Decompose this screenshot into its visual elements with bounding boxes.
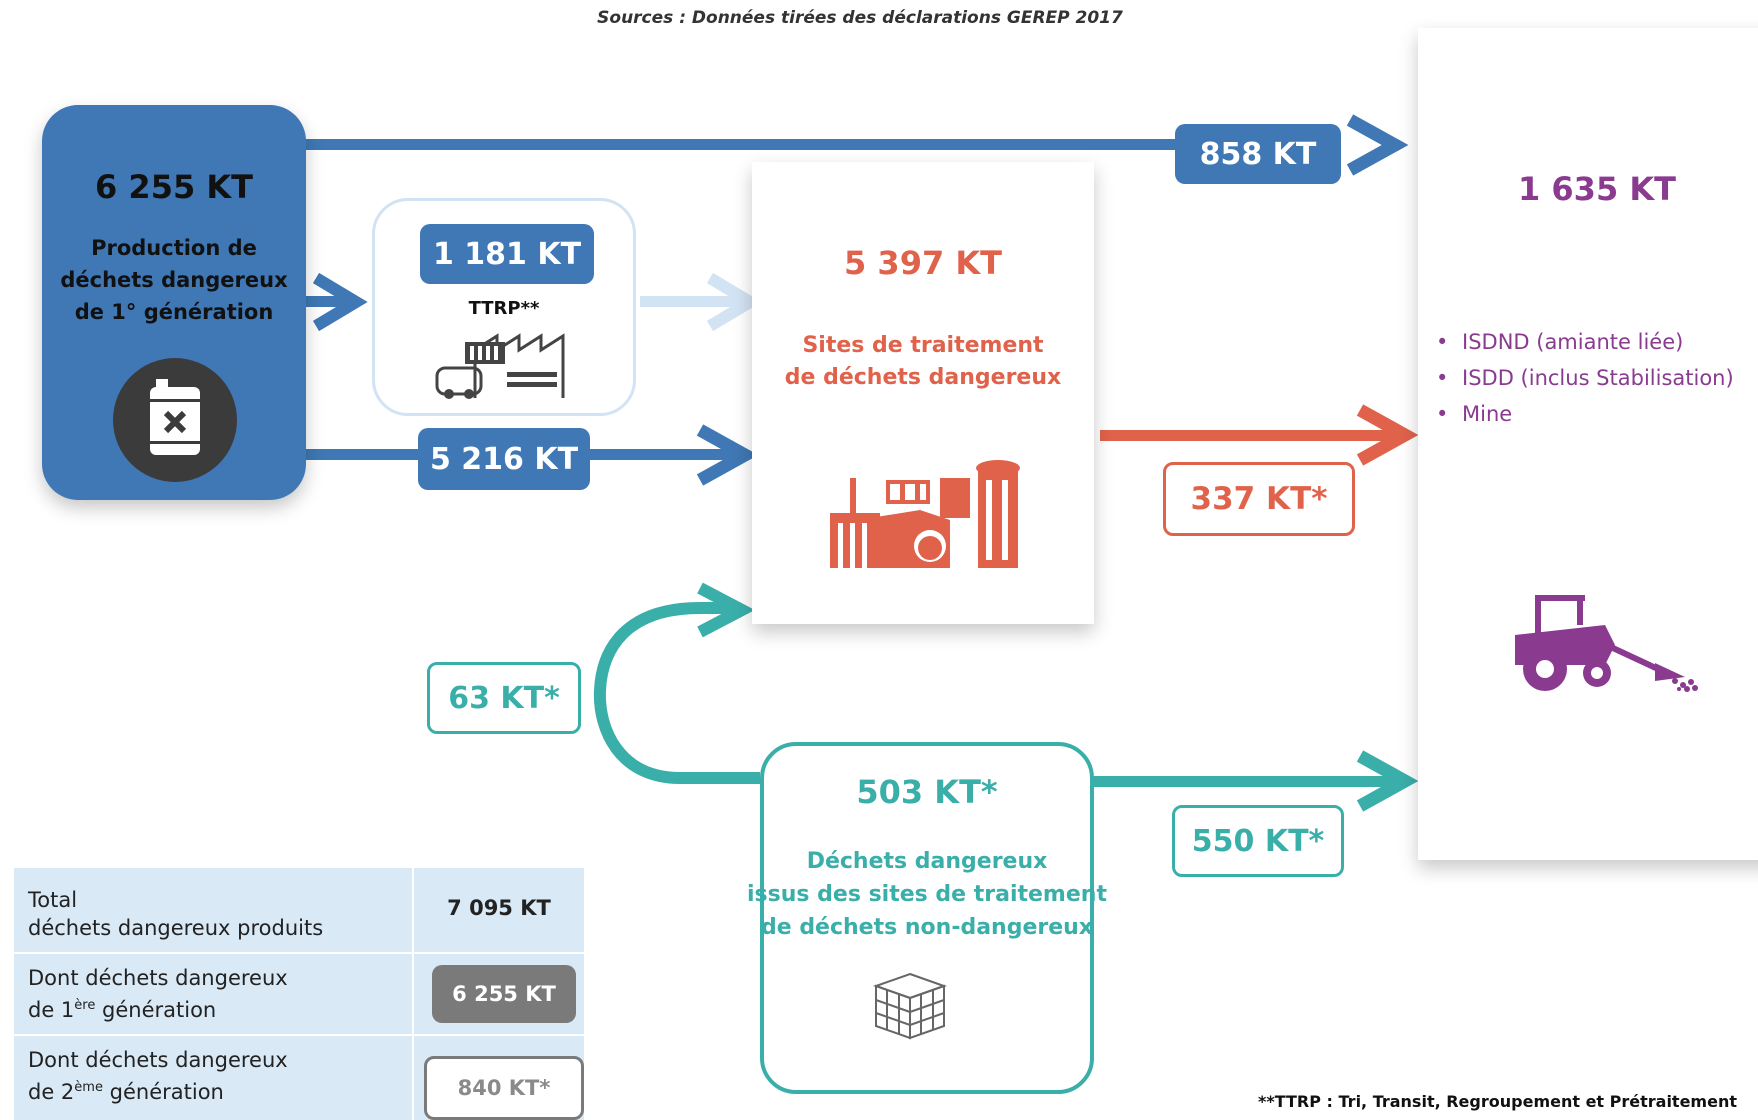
arrowhead-treatment-storage-icon [1356, 404, 1419, 466]
flow-line-direct [300, 139, 1340, 150]
storage-amount: 1 635 KT [1518, 170, 1676, 208]
summary-table-divider [412, 868, 414, 1120]
secondary-label: Déchets dangereux issus des sites de tra… [740, 845, 1114, 944]
flow-label-to-treatment: 5 216 KT [418, 428, 590, 490]
production-label-line1: Production de [91, 236, 257, 260]
summary-row-total [14, 868, 584, 952]
storage-card [1418, 28, 1758, 860]
ttrp-label: TTRP** [468, 298, 540, 319]
summary-row-second-gen-value: 840 KT* [424, 1056, 584, 1120]
arrowhead-recycle-icon [697, 582, 755, 638]
arrowhead-secondary-storage-icon [1356, 750, 1419, 812]
arrowhead-ttrp-icon [312, 272, 368, 332]
loader-tractor-icon [1515, 595, 1698, 692]
sources-note: Sources : Données tirées des déclaration… [597, 8, 1123, 28]
flow-label-direct: 858 KT [1175, 124, 1341, 184]
arrowhead-direct-icon [1346, 114, 1409, 176]
summary-row-second-gen-label-line2: de 2ème génération [28, 1080, 224, 1104]
sorting-facility-icon [435, 333, 565, 399]
summary-row-first-gen-label: Dont déchets dangereux de 1ère génératio… [28, 964, 418, 1024]
flow-label-recycle: 63 KT* [427, 662, 581, 734]
summary-row-total-value: 7 095 KT [447, 896, 551, 920]
footnote: **TTRP : Tri, Transit, Regroupement et P… [1258, 1092, 1737, 1111]
storage-item: ISDND (amiante liée) [1430, 330, 1758, 354]
production-label-line3: de 1° génération [74, 300, 274, 324]
secondary-box [760, 742, 1094, 1094]
production-label: Production de déchets dangereux de 1° gé… [42, 232, 306, 328]
summary-row-total-label-line1: Total [28, 888, 78, 912]
hazardous-barrel-icon [113, 358, 237, 482]
flow-line-to-ttrp [300, 296, 350, 307]
ttrp-amount-badge: 1 181 KT [420, 224, 594, 284]
production-amount: 6 255 KT [95, 168, 253, 206]
production-label-line2: déchets dangereux [60, 268, 288, 292]
treatment-label: Sites de traitement de déchets dangereux [752, 330, 1094, 394]
secondary-label-line2: issus des sites de traitement [747, 882, 1107, 907]
arrowhead-ttrp-treatment-icon [706, 272, 762, 332]
summary-row-first-gen-value: 6 255 KT [432, 965, 576, 1023]
arrowhead-treatment-icon [696, 424, 759, 486]
summary-row-first-gen-label-line1: Dont déchets dangereux [28, 966, 288, 990]
flow-line-secondary-storage [1090, 776, 1400, 787]
flow-label-treatment-storage: 337 KT* [1163, 462, 1355, 536]
storage-list: ISDND (amiante liée) ISDD (inclus Stabil… [1430, 330, 1758, 438]
treatment-amount: 5 397 KT [844, 244, 1002, 282]
secondary-label-line1: Déchets dangereux [806, 849, 1048, 874]
flow-line-ttrp-treatment [640, 296, 750, 307]
storage-item: Mine [1430, 402, 1758, 426]
secondary-amount: 503 KT* [856, 773, 998, 811]
flow-line-treatment-storage [1100, 430, 1400, 441]
summary-row-total-label-line2: déchets dangereux produits [28, 916, 324, 940]
summary-row-first-gen-label-line2: de 1ère génération [28, 998, 217, 1022]
summary-row-second-gen-label-line1: Dont déchets dangereux [28, 1048, 288, 1072]
storage-item: ISDD (inclus Stabilisation) [1430, 366, 1758, 390]
secondary-label-line3: de déchets non-dangereux [760, 915, 1093, 940]
waste-cubes-icon [872, 972, 948, 1040]
summary-row-total-label: Total déchets dangereux produits [28, 886, 418, 942]
flow-label-secondary-storage: 550 KT* [1172, 805, 1344, 877]
flow-curve-recycle [593, 602, 760, 784]
summary-table: Total déchets dangereux produits 7 095 K… [14, 868, 584, 1120]
treatment-plant-icon [830, 460, 1020, 568]
summary-row-second-gen-label: Dont déchets dangereux de 2ème génératio… [28, 1046, 418, 1106]
treatment-label-line2: de déchets dangereux [784, 365, 1062, 390]
treatment-label-line1: Sites de traitement [802, 333, 1044, 358]
